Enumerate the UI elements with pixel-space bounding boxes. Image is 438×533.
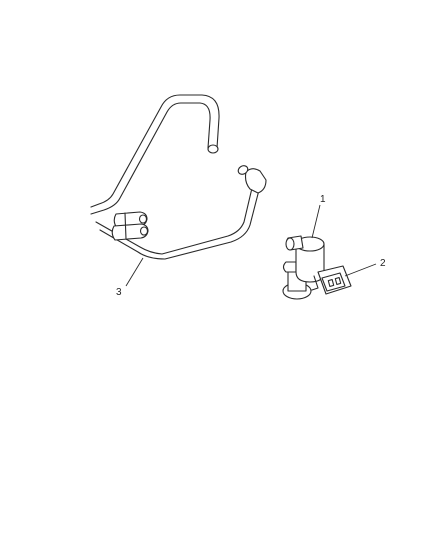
leader-line-2 bbox=[344, 263, 377, 277]
elbow-end-cap bbox=[237, 165, 249, 175]
hose-end-cap bbox=[207, 144, 219, 154]
return-hose-outer bbox=[95, 187, 253, 255]
vacuum-hose-assembly bbox=[90, 94, 267, 260]
connector-sleeve-lower bbox=[111, 223, 149, 241]
connector-latch bbox=[311, 275, 319, 291]
hose-elbow-connector bbox=[244, 168, 267, 194]
callout-3: 3 bbox=[116, 287, 122, 298]
valve-side-port bbox=[282, 261, 297, 273]
sleeve-port-lower bbox=[139, 226, 149, 236]
sleeve-band bbox=[124, 212, 127, 240]
solenoid-valve bbox=[282, 235, 325, 300]
hose-outer-edge bbox=[90, 102, 211, 215]
return-hose-inner bbox=[99, 189, 260, 260]
sleeve-port-upper bbox=[138, 214, 148, 224]
hose-inner-edge bbox=[90, 94, 220, 208]
callout-1: 1 bbox=[320, 194, 326, 205]
connector-pin-left bbox=[327, 279, 335, 287]
leader-line-1 bbox=[311, 204, 321, 239]
electrical-connector bbox=[311, 265, 352, 295]
connector-pin-right bbox=[334, 277, 342, 285]
callout-2: 2 bbox=[380, 258, 386, 269]
leader-line-3 bbox=[125, 257, 144, 287]
valve-top-port-end bbox=[285, 237, 295, 251]
